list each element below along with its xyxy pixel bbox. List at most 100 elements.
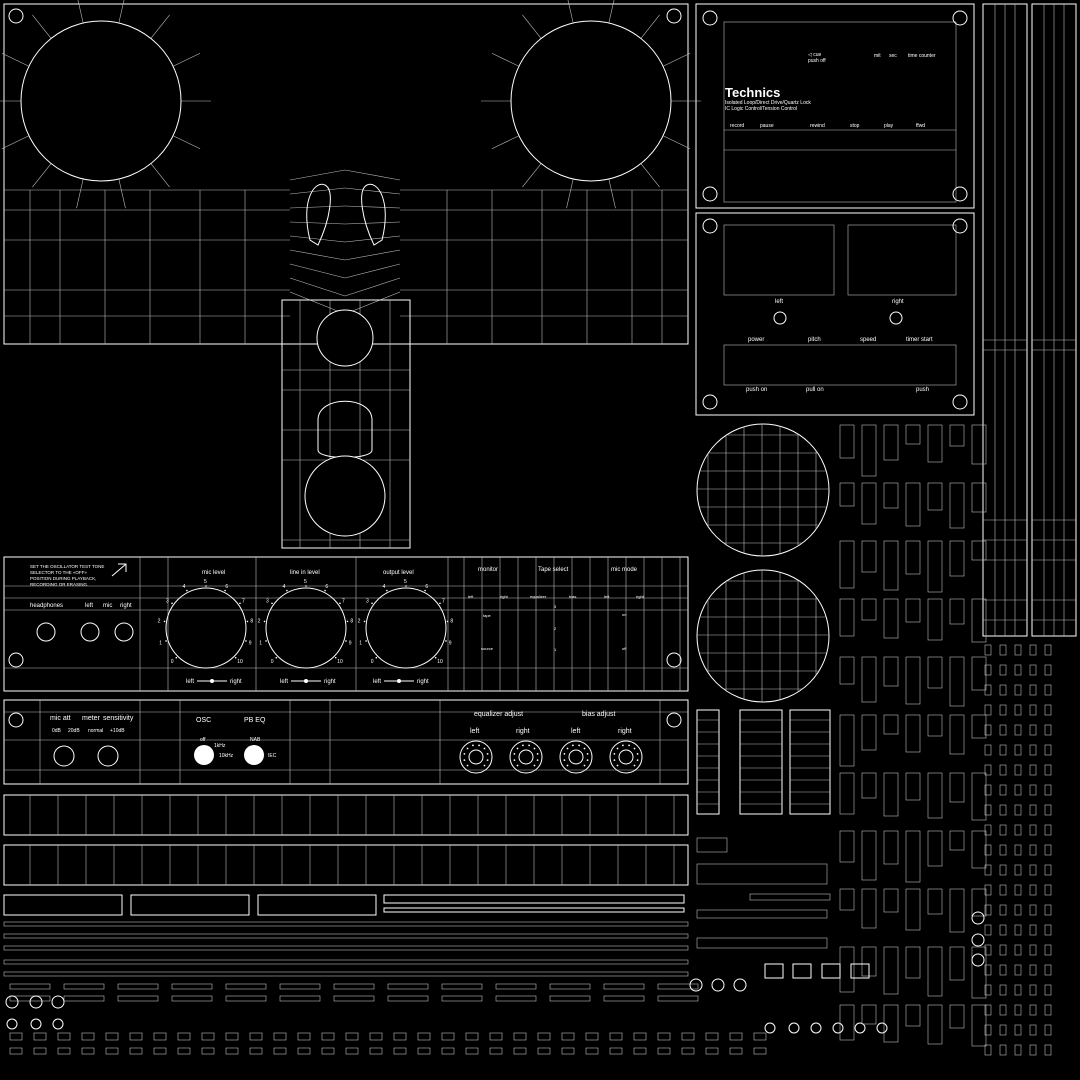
trim-pot-tick	[613, 752, 616, 755]
small-part	[1014, 1004, 1022, 1016]
knob-scale-number: 7	[342, 598, 345, 604]
meter-normal: normal	[88, 728, 103, 734]
trim-pot-tick	[636, 752, 639, 755]
trim-pot-tick	[483, 764, 486, 767]
knob-scale-number: 0	[271, 659, 274, 665]
small-part	[927, 656, 943, 689]
small-part	[861, 714, 877, 751]
transport-rewind: rewind	[810, 123, 825, 129]
osc-off: off	[200, 737, 206, 743]
small-part	[883, 772, 899, 817]
small-part	[999, 704, 1007, 716]
cap-part	[81, 1047, 95, 1055]
small-part	[1014, 804, 1022, 816]
monitor-right: right	[500, 594, 509, 599]
cap-part	[9, 1047, 23, 1055]
slot-part	[333, 995, 375, 1002]
slot-part	[387, 983, 429, 990]
notice-line-4: RECORDING OR ERASING.	[30, 582, 88, 587]
slot-part	[225, 983, 267, 990]
knob-scale-tick	[445, 640, 447, 642]
knob-scale-number: 9	[449, 641, 452, 647]
meter-panel: left right power pitch speed timer start…	[695, 212, 975, 416]
small-block	[764, 963, 784, 979]
slot-part	[279, 983, 321, 990]
mic-mode-on: on	[622, 612, 626, 617]
cap-part	[297, 1032, 311, 1041]
head-block	[281, 299, 411, 549]
cap-part	[441, 1032, 455, 1041]
jack-left-label: left	[85, 603, 93, 609]
small-part	[999, 844, 1007, 856]
cap-part	[513, 1032, 527, 1041]
small-part	[1014, 944, 1022, 956]
left-knob-small	[773, 311, 787, 325]
small-part	[1044, 904, 1052, 916]
strip-part	[696, 937, 828, 949]
knob-scale-number: 10	[237, 659, 243, 665]
small-part	[905, 540, 921, 575]
small-part	[999, 764, 1007, 776]
monitor-left: left	[468, 594, 474, 599]
small-part	[1029, 804, 1037, 816]
small-part	[999, 964, 1007, 976]
knob-scale-tick	[365, 640, 367, 642]
cap-part	[537, 1032, 551, 1041]
small-part	[1029, 824, 1037, 836]
small-part	[971, 482, 987, 513]
screw-hole	[666, 8, 682, 24]
mic-att-0db: 0dB	[52, 728, 62, 734]
small-part	[905, 830, 921, 883]
trim-pot-tick	[466, 747, 469, 750]
small-part	[1029, 944, 1037, 956]
trim-pot-tick	[633, 747, 636, 750]
strip-part	[383, 907, 685, 913]
small-part	[971, 656, 987, 691]
cap-part	[321, 1032, 335, 1041]
trim-pot-tick	[583, 747, 586, 750]
small-part	[984, 904, 992, 916]
small-part	[861, 830, 877, 881]
trim-pot-tick	[478, 744, 481, 747]
cap-part	[753, 1032, 767, 1041]
screw-part	[971, 933, 985, 947]
small-part	[999, 724, 1007, 736]
knob-scale-tick	[334, 656, 337, 659]
small-part	[949, 598, 965, 625]
cap-part	[729, 1047, 743, 1055]
small-part	[905, 888, 921, 931]
bias-adjust-left: left	[571, 728, 580, 735]
small-part	[861, 888, 877, 929]
top-body-panel	[0, 0, 701, 345]
trim-pot-tick	[633, 764, 636, 767]
knob-scale-number: 8	[250, 619, 253, 625]
knob-scale-tick	[345, 640, 347, 642]
slot-part	[117, 995, 159, 1002]
knob-scale-tick	[405, 585, 407, 587]
trim-pot-tick	[621, 744, 624, 747]
small-part	[1014, 844, 1022, 856]
knob-scale-tick	[205, 585, 207, 587]
small-part	[1044, 744, 1052, 756]
cap-part	[129, 1032, 143, 1041]
knob-scale-number: 6	[425, 584, 428, 590]
trim-pot-tick	[513, 752, 516, 755]
trim-pot-tick	[586, 759, 589, 762]
right-jack	[114, 622, 134, 642]
small-part	[1029, 764, 1037, 776]
arrow-icon	[111, 563, 127, 577]
cap-part	[513, 1047, 527, 1055]
tape-select-label: Tape select	[538, 567, 569, 573]
screw-part	[810, 1022, 822, 1034]
screw-part	[30, 1018, 42, 1030]
trim-pot-tick	[616, 764, 619, 767]
cap-part	[153, 1047, 167, 1055]
label-pull-on: pull on	[806, 387, 824, 393]
tape-select-equalizer: equalizer	[530, 594, 547, 599]
small-part	[905, 1004, 921, 1027]
small-part	[971, 598, 987, 643]
meter-label: meter	[82, 715, 101, 722]
small-part	[999, 904, 1007, 916]
small-part	[984, 724, 992, 736]
trim-pot-tick	[616, 747, 619, 750]
